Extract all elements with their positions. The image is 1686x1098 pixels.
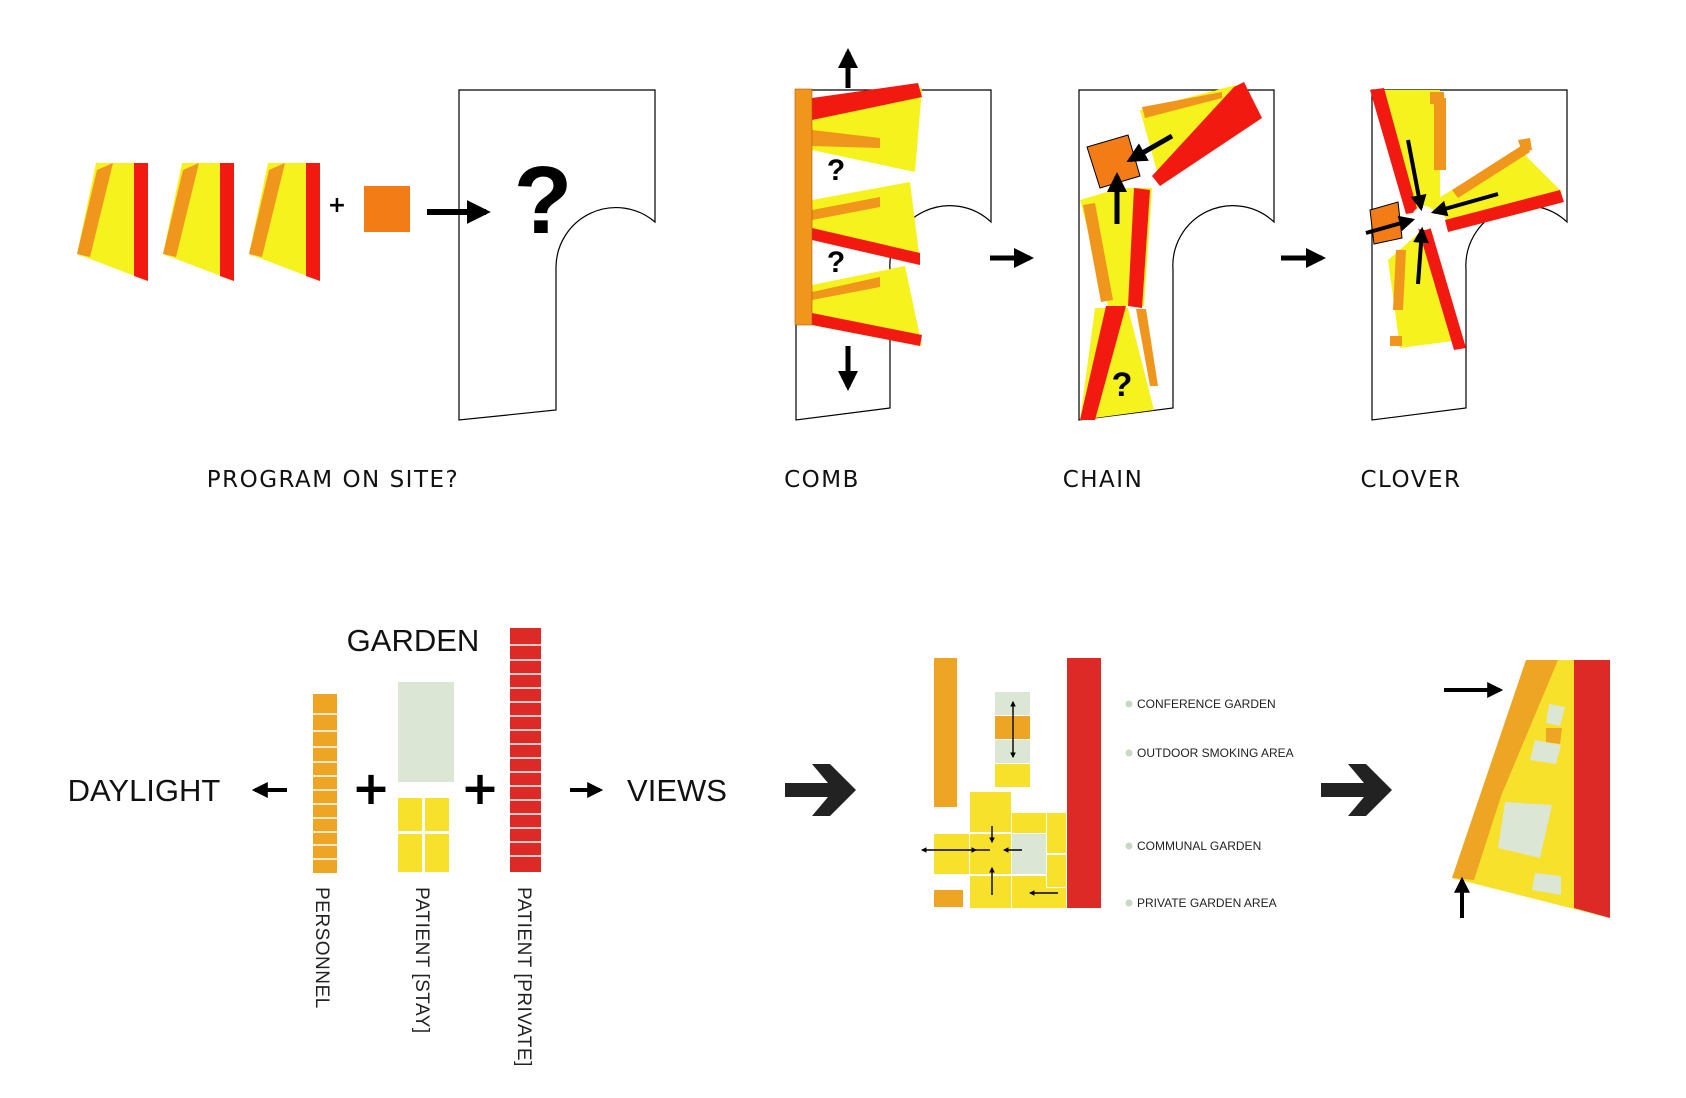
label-patient-private: PATIENT [PRIVATE] <box>513 887 534 1067</box>
plus-sign: + <box>352 761 391 815</box>
question-mark: ? <box>827 154 845 187</box>
site-outline <box>795 89 992 421</box>
question-mark: ? <box>827 246 845 279</box>
views-label: VIEWS <box>627 773 727 808</box>
program-plus: + <box>328 193 346 218</box>
clover-diagram <box>1365 88 1568 421</box>
daylight-label: DAYLIGHT <box>68 773 221 808</box>
chain-diagram: ? <box>1078 82 1275 421</box>
caption-chain: CHAIN <box>1063 467 1144 493</box>
personnel-bar <box>313 694 337 873</box>
legend-item: CONFERENCE GARDEN <box>1137 697 1276 711</box>
garden-layout <box>920 658 1101 908</box>
patient-private-bar <box>510 628 541 872</box>
site-outline <box>458 89 656 421</box>
label-personnel: PERSONNEL <box>311 887 332 1009</box>
garden-block <box>398 682 454 782</box>
caption-program-on-site: PROGRAM ON SITE? <box>207 467 460 493</box>
legend-item: PRIVATE GARDEN AREA <box>1137 896 1277 910</box>
program-wedge <box>249 163 320 281</box>
arrow-in-icon <box>1430 192 1499 217</box>
question-mark: ? <box>514 147 573 254</box>
caption-clover: CLOVER <box>1361 467 1462 493</box>
site-outline <box>1078 89 1275 421</box>
big-arrow-icon <box>1321 764 1392 816</box>
label-patient-stay: PATIENT [STAY] <box>411 887 432 1034</box>
arrow-in-icon <box>1406 139 1427 212</box>
arrow-in-icon <box>1126 133 1174 163</box>
program-wedge <box>163 163 234 281</box>
arrow-in-icon <box>1365 215 1416 235</box>
legend-item: OUTDOOR SMOKING AREA <box>1137 746 1294 760</box>
patient-stay-tiles <box>398 798 449 872</box>
comb-spine <box>794 88 813 326</box>
question-mark: ? <box>1112 366 1133 404</box>
arrow-in-icon <box>1413 226 1430 285</box>
final-wedge <box>1444 660 1610 918</box>
program-wedges <box>77 163 320 281</box>
plus-sign: + <box>461 761 500 815</box>
comb-diagram: ? ? <box>794 48 992 421</box>
legend-item: COMMUNAL GARDEN <box>1137 839 1261 853</box>
garden-title: GARDEN <box>347 623 480 658</box>
big-arrow-icon <box>785 764 856 816</box>
shared-program-square <box>364 186 410 232</box>
caption-comb: COMB <box>784 467 860 493</box>
garden-legend: CONFERENCE GARDEN OUTDOOR SMOKING AREA C… <box>1125 697 1294 910</box>
program-wedge <box>77 163 148 281</box>
